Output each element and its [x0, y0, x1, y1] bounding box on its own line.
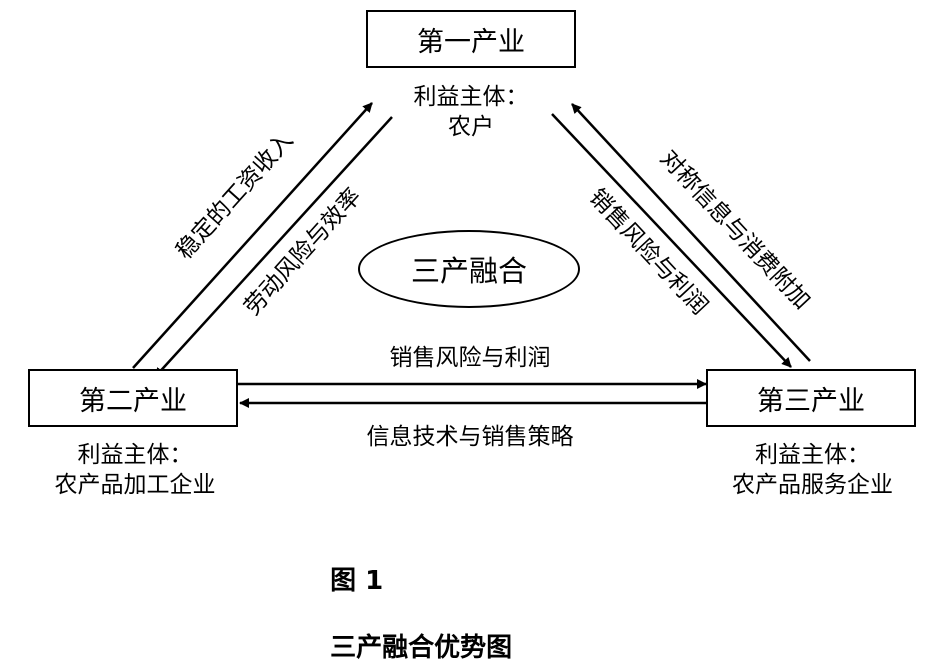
arrow-secondary-to-primary	[132, 102, 373, 369]
node-secondary-subject: 利益主体： 农产品加工企业	[15, 440, 255, 500]
node-secondary-subject-line1: 利益主体：	[77, 442, 193, 468]
node-tertiary-title: 第三产业	[757, 385, 865, 417]
arrows-layer	[132, 102, 811, 408]
node-secondary-industry: 第二产业	[28, 369, 238, 427]
node-tertiary-subject-line1: 利益主体：	[755, 442, 870, 468]
arrow-primary-to-tertiary	[551, 113, 792, 368]
edge-label-sales-risk-bottom: 销售风险与利润	[389, 345, 551, 371]
figure-caption: 图 1 三产融合优势图	[312, 530, 512, 664]
center-oval: 三产融合	[358, 230, 580, 308]
node-primary-title: 第一产业	[417, 26, 525, 58]
node-primary-subject: 利益主体： 农户	[380, 82, 562, 142]
node-primary-subject-line2: 农户	[448, 114, 494, 140]
node-primary-subject-line1: 利益主体：	[413, 84, 529, 110]
arrow-tertiary-to-primary	[571, 103, 811, 362]
node-secondary-subject-line2: 农产品加工企业	[54, 472, 216, 498]
edge-label-info-tech: 信息技术与销售策略	[366, 424, 574, 450]
node-tertiary-subject: 利益主体： 农产品服务企业	[690, 440, 935, 500]
figure-number: 图 1	[330, 566, 384, 596]
node-primary-industry: 第一产业	[366, 10, 576, 68]
node-tertiary-subject-line2: 农产品服务企业	[732, 472, 893, 498]
node-tertiary-industry: 第三产业	[706, 369, 916, 427]
node-secondary-title: 第二产业	[79, 385, 187, 417]
center-label: 三产融合	[410, 254, 527, 288]
figure-title: 三产融合优势图	[330, 633, 513, 663]
arrow-primary-to-secondary	[154, 116, 393, 378]
